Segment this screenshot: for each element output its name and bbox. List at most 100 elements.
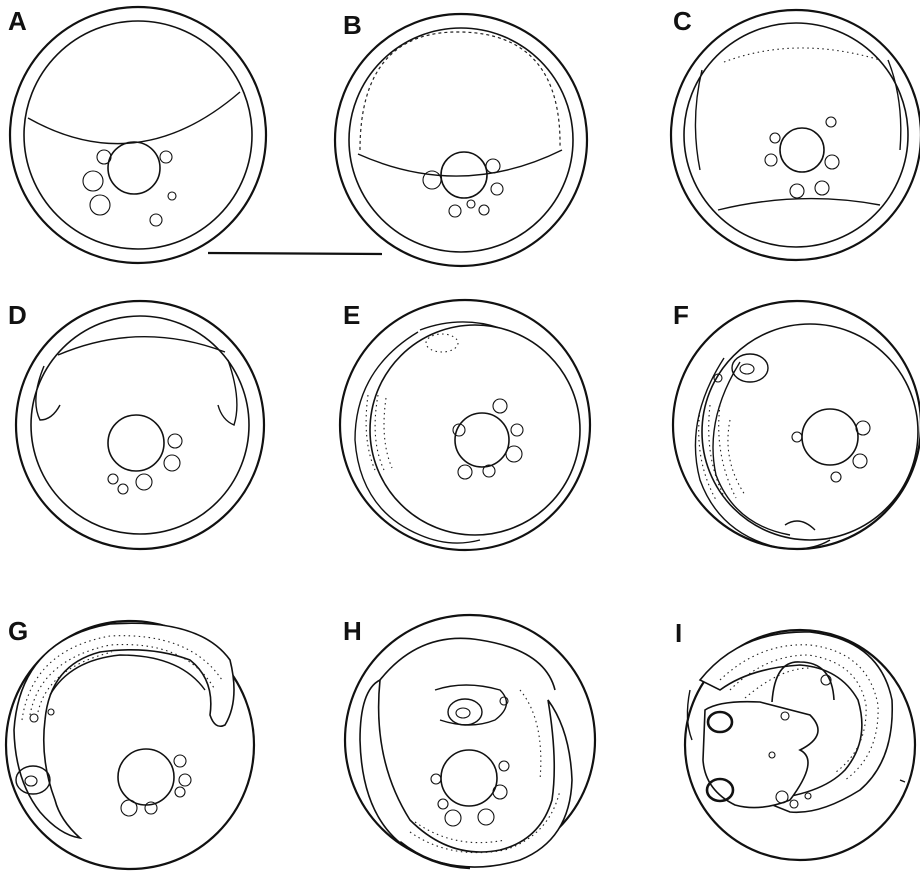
panel-h-oil-droplet [498, 760, 510, 772]
panel-g-oil-droplet [174, 786, 186, 798]
panel-c-oil-globule-large [779, 127, 825, 173]
panel-b: B [333, 10, 589, 268]
panel-d: D [8, 299, 266, 551]
panel-h-oil-droplet [444, 809, 462, 827]
panel-d-embryo-right-bulge [217, 359, 238, 426]
panel-e-oil-droplet [510, 423, 524, 437]
panel-label-f: F [673, 300, 689, 330]
panel-e-oil-droplet [505, 445, 523, 463]
panel-g-chorion [4, 619, 256, 871]
panel-b-yolk [348, 27, 574, 253]
panel-i-otic-vesicle [768, 751, 776, 759]
panel-d-embryo-left-bulge [35, 365, 61, 421]
panel-f-somites-dotted [698, 404, 746, 501]
panel-label-i: I [675, 618, 682, 648]
panel-f: F [671, 299, 920, 551]
panel-i-yolk [771, 661, 835, 703]
panel-g-lens [24, 775, 38, 787]
panel-e-oil-globule-large [454, 412, 510, 468]
scale-bar [207, 251, 383, 256]
panel-h-head [434, 684, 508, 726]
panel-i-somites-dotted [719, 644, 879, 781]
panel-h-tail-dark [399, 840, 471, 870]
panel-g-otic-vesicle [47, 708, 55, 716]
panel-g-oil-droplet [120, 799, 138, 817]
panel-d-embryo-band [57, 336, 226, 356]
panel-d-oil-droplet [107, 473, 119, 485]
panel-i-embryo-head [702, 700, 819, 809]
panel-i-eye-upper [706, 710, 734, 734]
panel-e-yolk [369, 324, 581, 536]
panel-b-oil-droplet [448, 204, 462, 218]
panel-a-oil-droplet [149, 213, 163, 227]
panel-a: A [8, 5, 268, 265]
panel-label-c: C [673, 6, 692, 36]
panel-c-yolk [683, 22, 909, 248]
panel-i-chorion [683, 628, 917, 862]
panel-f-tail-bud [784, 520, 816, 531]
panel-i-oil-droplet [780, 711, 790, 721]
panel-h-eye [447, 698, 483, 726]
panel-f-eye [731, 353, 769, 383]
panel-h-yolk [379, 637, 556, 691]
panel-d-oil-droplet [135, 473, 153, 491]
panel-a-blastoderm-margin [27, 91, 241, 145]
panel-e-oil-droplet [492, 398, 508, 414]
panel-g-oil-globule-large [117, 748, 175, 806]
panel-a-oil-globule-large [107, 141, 161, 195]
panel-b-oil-globule-large [440, 151, 488, 199]
panel-h-oil-droplet [430, 773, 442, 785]
panel-a-oil-droplet [82, 170, 104, 192]
panel-a-chorion [8, 5, 268, 265]
panel-g-somites-dotted [21, 635, 223, 721]
panel-label-g: G [8, 616, 28, 646]
panel-label-d: D [8, 300, 27, 330]
panel-g: G [4, 616, 256, 871]
panel-c-dotted-layer [723, 47, 881, 63]
panel-a-oil-droplet [89, 194, 111, 216]
panel-f-oil-droplet [791, 431, 803, 443]
panel-i-pectoral-fin [686, 689, 693, 741]
panel-c-oil-droplet [824, 154, 840, 170]
panel-h-oil-droplet [492, 784, 508, 800]
panel-i-oil-droplet [804, 792, 812, 800]
panel-a-oil-droplet [167, 191, 177, 201]
panel-e: E [338, 298, 592, 552]
panel-c-blastoderm-edge-right [887, 59, 902, 151]
panel-c-blastoderm-edge-left [694, 69, 703, 171]
panel-h-lens [455, 707, 471, 719]
panel-i: I [675, 618, 917, 862]
panel-b-oil-droplet [422, 170, 442, 190]
panel-c-chorion [669, 8, 920, 262]
panel-label-h: H [343, 616, 362, 646]
panel-b-oil-droplet [466, 199, 476, 209]
panel-f-embryo-body [694, 357, 831, 550]
panel-d-oil-globule-large [107, 414, 165, 472]
panel-h: H [343, 613, 597, 870]
panel-f-lens [739, 363, 755, 375]
panel-d-yolk [30, 315, 250, 535]
panel-c-oil-droplet [764, 153, 778, 167]
panel-g-oil-droplet [144, 801, 158, 815]
panel-g-eye [15, 765, 51, 795]
panel-f-oil-droplet [830, 471, 842, 483]
panel-c: C [669, 6, 920, 262]
panel-g-oil-droplet [178, 773, 192, 787]
panel-g-embryo-inner [49, 654, 206, 696]
panel-c-oil-droplet [769, 132, 781, 144]
panel-e-oil-droplet [452, 423, 466, 437]
panel-g-otic-vesicle [29, 713, 39, 723]
panel-e-somites-dotted [365, 394, 393, 471]
panel-f-yolk [701, 323, 919, 541]
panel-c-yolk-plug [717, 197, 881, 211]
panel-e-head-region [419, 321, 501, 331]
panel-e-chorion [338, 298, 592, 552]
panel-g-embryo-outer [13, 622, 235, 840]
panel-g-oil-droplet [173, 754, 187, 768]
panel-label-b: B [343, 10, 362, 40]
panel-i-eye-lower [705, 777, 735, 803]
panel-e-embryo-body [354, 331, 481, 544]
panel-h-oil-droplet [477, 808, 495, 826]
panel-a-oil-droplet [96, 149, 112, 165]
